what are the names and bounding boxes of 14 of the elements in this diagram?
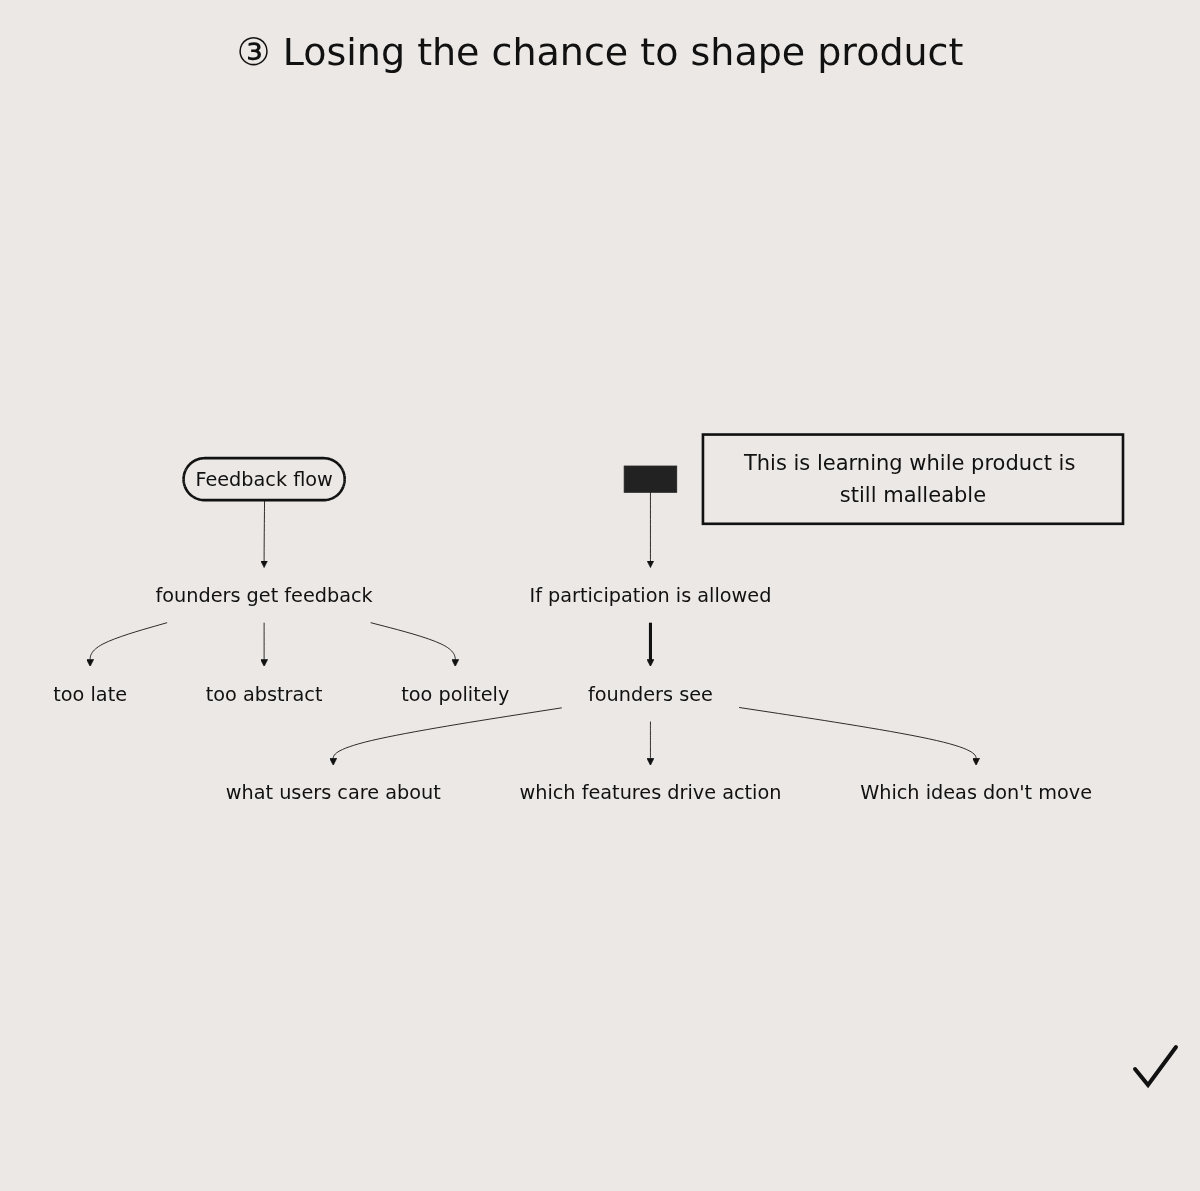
title: ③ Losing the chance to shape product — [236, 30, 964, 74]
node-box: This is learning while product is still malleable — [701, 433, 1125, 526]
node-text: too abstract — [205, 683, 323, 705]
node-text: too politely — [401, 683, 510, 705]
node-bar — [623, 465, 678, 493]
node-text: Which ideas don't move — [860, 781, 1092, 804]
node-text: which features drive action — [519, 781, 782, 804]
arrow — [646, 622, 655, 667]
node-text: founders see — [588, 683, 713, 705]
node-text: Feedback flow — [195, 468, 333, 491]
node-text: If participation is allowed — [529, 584, 772, 607]
node-text: founders get feedback — [155, 584, 373, 607]
node-text: too late — [53, 683, 128, 705]
node-text: what users care about — [225, 781, 441, 804]
